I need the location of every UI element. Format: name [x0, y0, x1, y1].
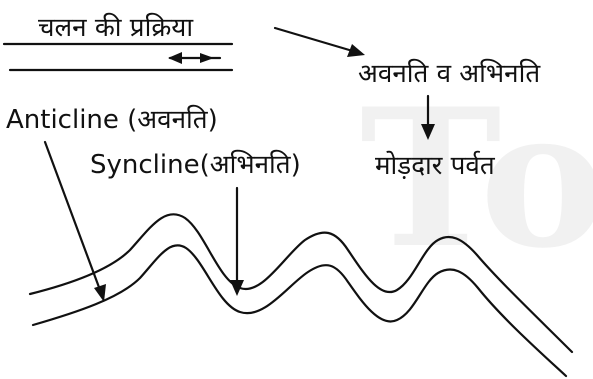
fold-layer-lower	[31, 244, 568, 378]
compression-arrow-head	[180, 53, 214, 63]
fold-mountain-label: मोड़दार पर्वत	[375, 150, 496, 181]
anticline-arrow-line	[43, 140, 102, 292]
fold-layer-upper	[28, 213, 574, 354]
anticline-label: Anticline (अवनति)	[6, 104, 218, 135]
process-heading: चलन की प्रक्रिया	[38, 12, 194, 43]
heading-to-result-arrow-head	[347, 44, 365, 57]
compression-arrow-tip	[168, 52, 182, 64]
anticline-arrow-head	[94, 284, 106, 302]
heading-to-result-arrow-line	[273, 26, 358, 54]
result-pair-label: अवनति व अभिनति	[358, 58, 541, 89]
syncline-label: Syncline(अभिनति)	[90, 149, 301, 180]
result-down-arrow-head	[421, 124, 435, 140]
